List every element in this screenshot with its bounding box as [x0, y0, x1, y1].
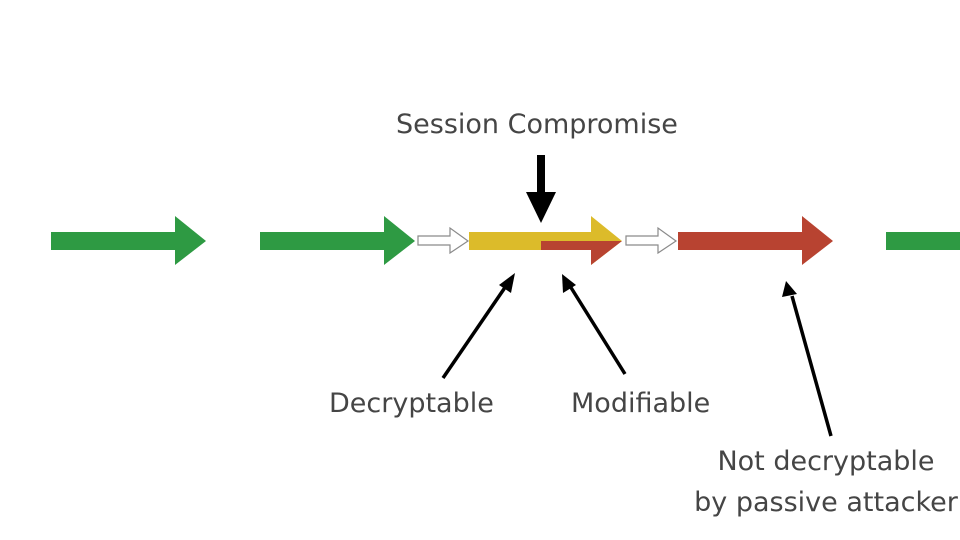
- modifiable-label: Modifiable: [571, 388, 711, 419]
- session-compromise-label: Session Compromise: [396, 109, 678, 140]
- modifiable-pointer-icon: [562, 274, 627, 375]
- decryptable-message-arrow: [469, 216, 622, 265]
- secure-message-arrow-2: [260, 216, 415, 265]
- modifiable-overlay-arrow: [541, 241, 622, 265]
- session-compromise-pointer-icon: [526, 155, 556, 223]
- not-decryptable-label-line2: by passive attacker: [694, 487, 958, 518]
- decryptable-pointer-icon: [441, 273, 515, 379]
- secure-message-arrow-1: [51, 216, 206, 265]
- transition-arrow-2: [625, 226, 678, 255]
- transition-arrow-1: [417, 226, 470, 255]
- decryptable-label: Decryptable: [329, 388, 494, 419]
- not-decryptable-label-line1: Not decryptable: [717, 446, 935, 477]
- secure-message-arrow-3: [886, 232, 960, 250]
- post-compromise-message-arrow: [678, 216, 833, 265]
- not-decryptable-pointer-icon: [782, 281, 833, 437]
